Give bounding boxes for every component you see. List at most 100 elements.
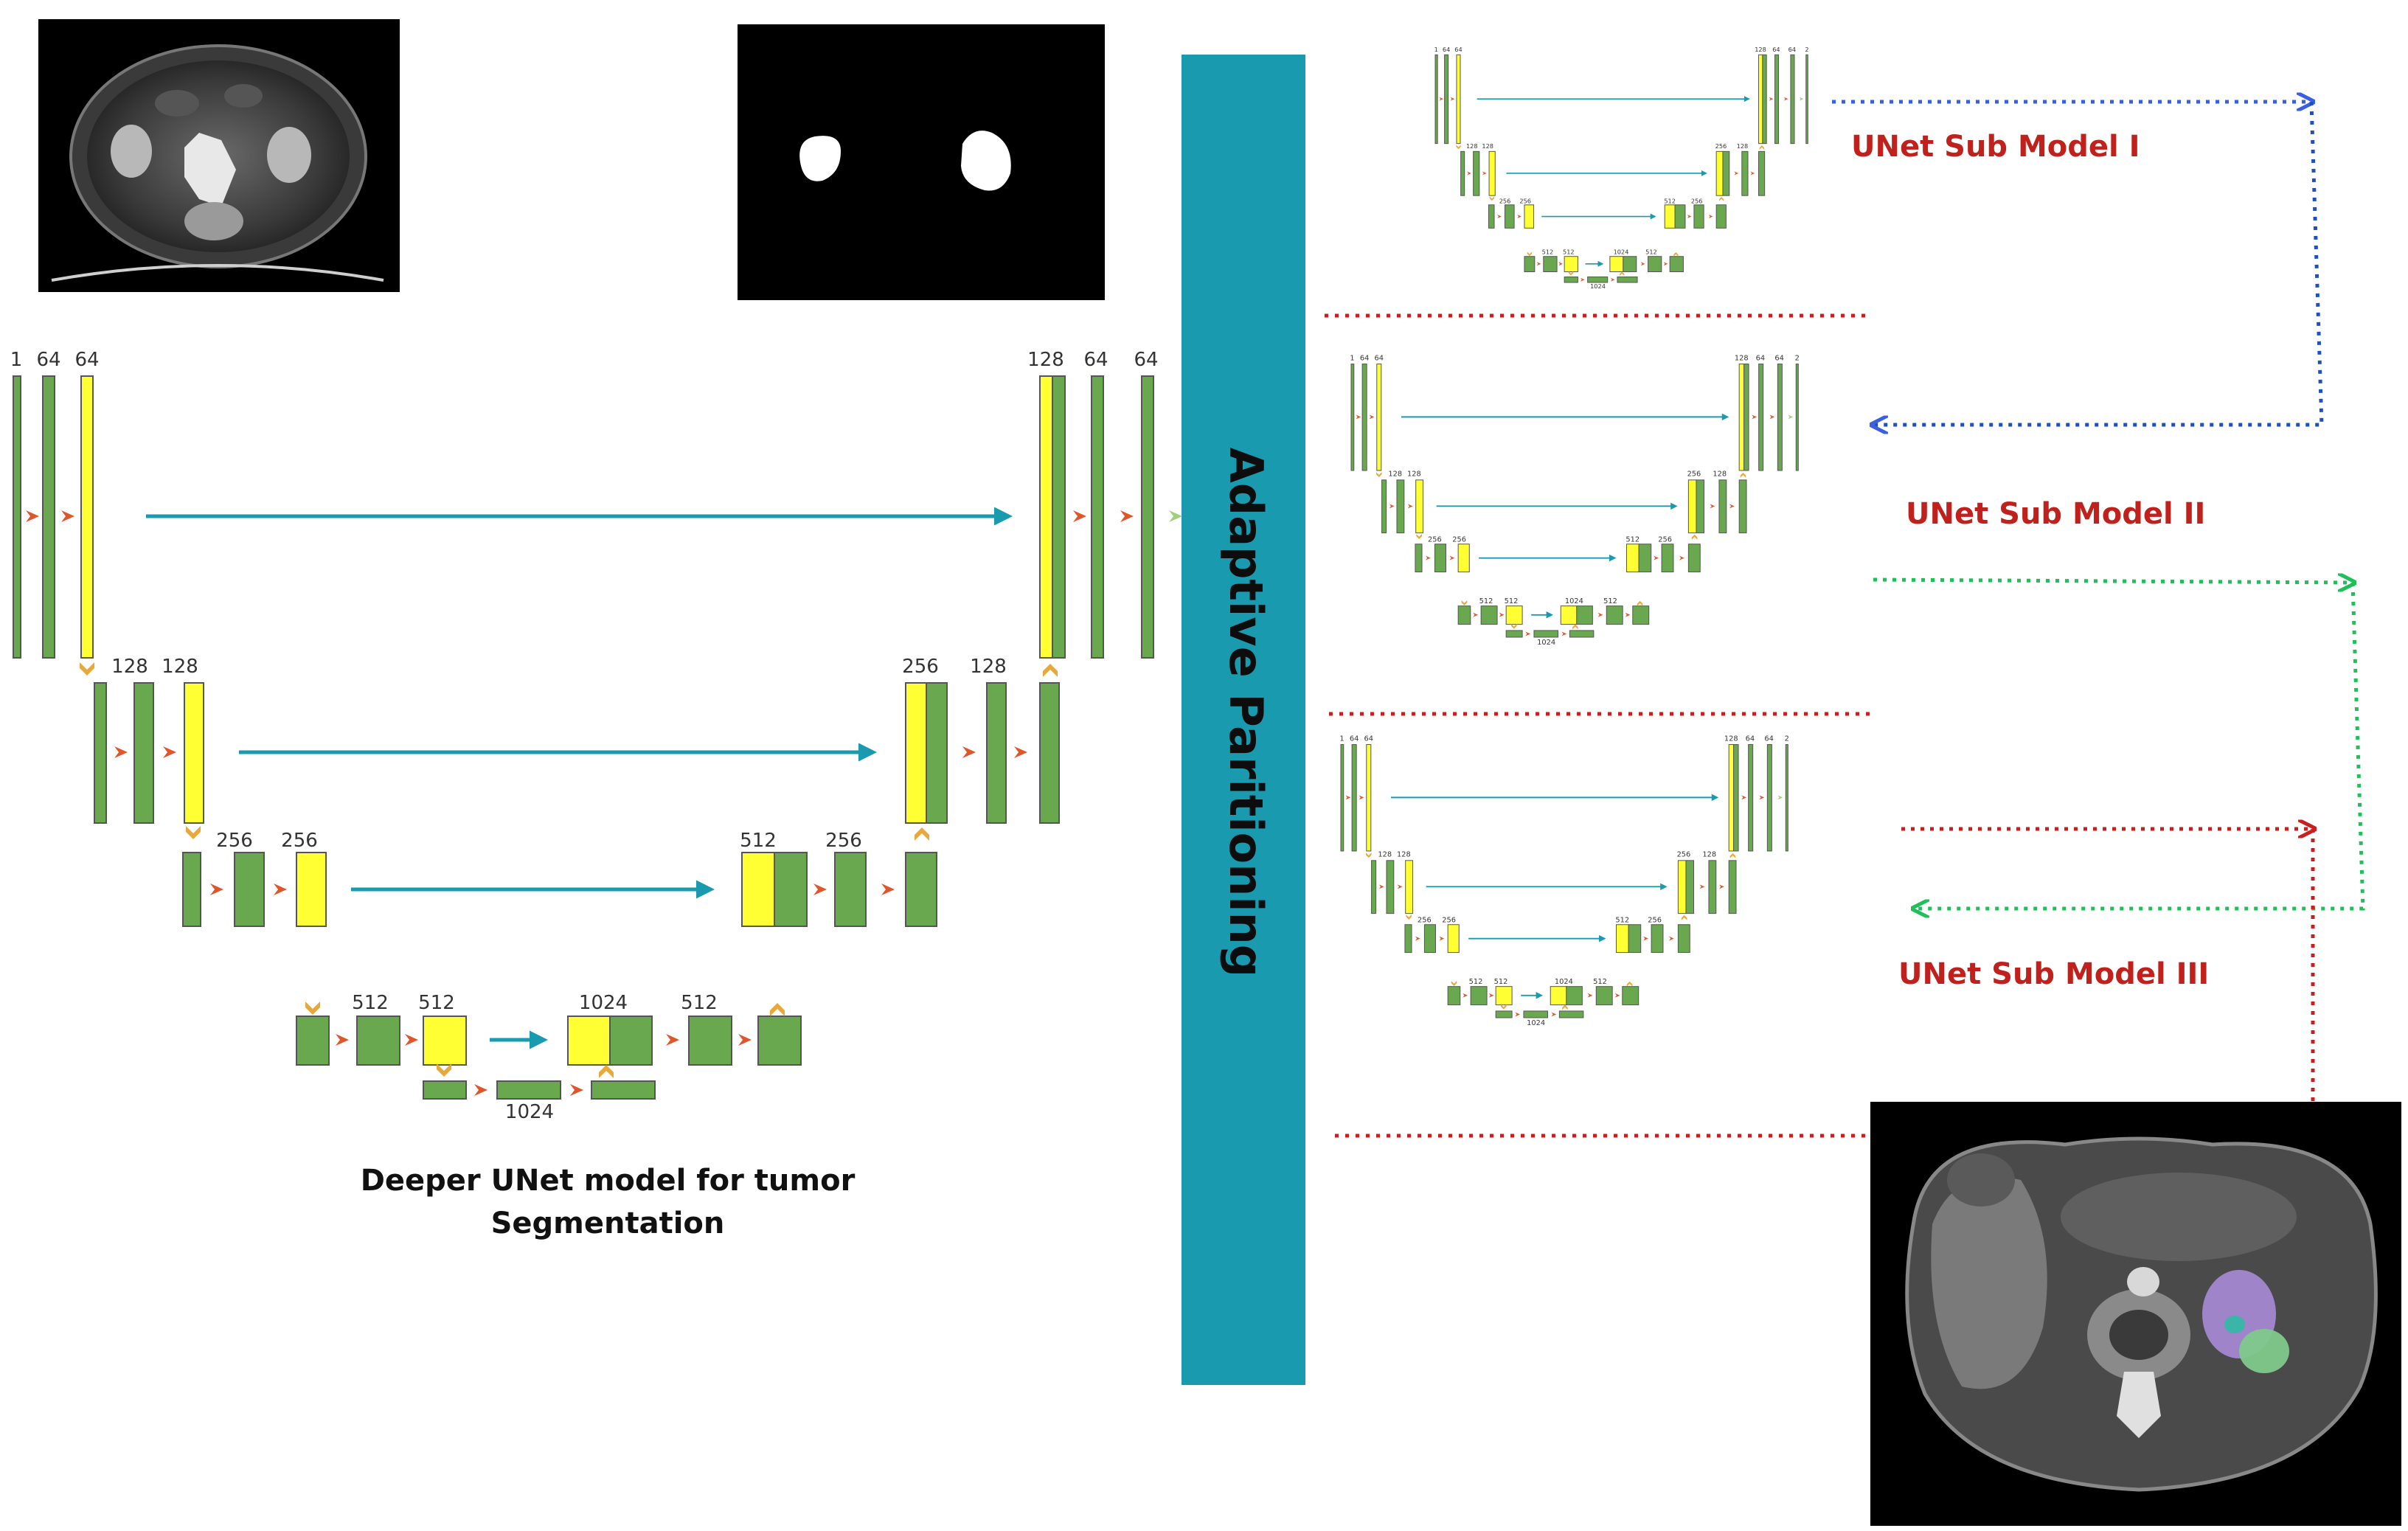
block-l3-up-conv2: [1687, 544, 1701, 573]
output-arrow: [1788, 414, 1794, 420]
segmentation-mask: [738, 24, 1105, 300]
block-bottleneck-conv2: [1617, 276, 1638, 283]
conv-arrow: [1397, 884, 1403, 889]
conv-arrow: [1741, 795, 1746, 800]
conv-arrow: [1515, 1012, 1521, 1017]
block-l4-up-conv1: [1648, 256, 1662, 273]
conv-arrow: [813, 883, 827, 895]
block-l1-input: [1340, 744, 1344, 852]
upconv-arrow: [1718, 197, 1724, 201]
upconv-arrow: [770, 1003, 785, 1016]
label-l4-c2: 512: [1494, 978, 1508, 986]
label-l1-in: 1: [1434, 46, 1438, 53]
conv-arrow: [1614, 993, 1620, 998]
conv-arrow: [1610, 277, 1615, 282]
block-l3-in: [182, 852, 201, 927]
upconv-arrow: [1620, 271, 1625, 277]
block-l3-in: [1404, 924, 1412, 954]
conv-arrow: [1439, 936, 1445, 941]
conv-arrow: [1356, 414, 1361, 420]
label-l1-up-c1: 64: [1083, 349, 1108, 371]
block-l3-conv2: [1457, 544, 1470, 573]
label-l3-up-c1: 256: [1648, 917, 1662, 925]
conv-arrow: [1551, 1012, 1557, 1017]
block-l1-concat: [1039, 375, 1066, 659]
pool-arrow: [1451, 981, 1457, 986]
block-l4-conv2: [1505, 605, 1523, 625]
block-bottleneck-conv1: [496, 1080, 561, 1100]
label-l3-up-c1: 256: [825, 830, 862, 852]
label-l3-c2: 256: [281, 830, 318, 852]
conv-arrow: [1369, 414, 1375, 420]
label-l1-up-concat: 128: [1724, 735, 1738, 743]
output-arrow: [1169, 510, 1182, 522]
block-l3-conv1: [1434, 544, 1447, 573]
label-l4-up-c1: 512: [1593, 978, 1607, 986]
block-l4-in: [296, 1016, 330, 1066]
conv-arrow: [26, 510, 39, 522]
block-l2-up-conv1: [1741, 150, 1749, 196]
output-arrow: [1777, 795, 1783, 800]
block-l2-up-conv1: [1718, 479, 1727, 534]
conv-arrow: [1389, 504, 1395, 509]
block-l3-in: [1415, 544, 1423, 573]
label-l1-out: 2: [1795, 354, 1800, 362]
pool-arrow: [1416, 534, 1423, 539]
label-l4-up-concat: 1024: [1614, 249, 1629, 256]
conv-arrow: [1497, 215, 1502, 219]
label-l1-c2: 64: [1454, 46, 1462, 53]
label-l1-c2: 64: [1364, 735, 1374, 743]
label-l2-c1: 128: [1388, 471, 1402, 479]
main-caption-line1: Deeper UNet model for tumor: [361, 1164, 856, 1198]
label-l2-up-c1: 128: [1702, 851, 1716, 859]
label-l1-up-concat: 128: [1027, 349, 1064, 371]
conv-arrow: [1729, 504, 1735, 509]
block-l1-input: [1350, 364, 1355, 471]
label-l1-c1: 64: [1443, 46, 1450, 53]
upconv-arrow: [1691, 534, 1698, 540]
conv-arrow: [1558, 262, 1563, 266]
conv-arrow: [163, 746, 176, 758]
sub-model-2-title: UNet Sub Model II: [1906, 497, 2205, 531]
upconv-arrow: [599, 1065, 614, 1078]
block-l1-input: [13, 375, 21, 659]
label-l1-c1: 64: [1360, 354, 1370, 362]
conv-arrow: [1708, 215, 1713, 219]
link-arrow-1-return: [1873, 101, 2324, 425]
block-l1-up-conv1: [1758, 364, 1764, 471]
label-l3-up-c1: 256: [1691, 197, 1703, 204]
block-bottleneck-conv2: [1558, 1010, 1584, 1018]
conv-arrow: [274, 883, 287, 895]
conv-arrow: [1663, 262, 1668, 266]
conv-arrow: [1517, 215, 1522, 219]
block-l2-conv2: [1488, 150, 1496, 196]
block-l2-up-conv1: [1708, 860, 1717, 914]
block-l3-concat: [741, 852, 808, 927]
block-bottleneck-conv2: [591, 1080, 656, 1100]
label-l2-up-concat: 256: [1687, 471, 1701, 479]
block-l1-output: [1805, 54, 1808, 145]
upconv-arrow: [1637, 600, 1643, 606]
upconv-arrow: [1729, 853, 1736, 858]
block-l1-conv1: [1351, 744, 1357, 852]
label-l4-c1: 512: [1479, 597, 1493, 605]
conv-arrow: [1679, 555, 1684, 560]
conv-arrow: [881, 883, 895, 895]
conv-arrow: [1640, 262, 1645, 266]
block-l4-up-conv2: [1669, 256, 1684, 273]
block-l3-conv1: [1505, 204, 1515, 229]
block-l2-in: [94, 682, 107, 824]
block-l1-conv1: [42, 375, 55, 659]
pool-arrow: [1500, 1004, 1507, 1010]
label-l2-up-concat: 256: [902, 656, 939, 678]
block-l2-concat: [1687, 479, 1705, 534]
block-l1-up-conv2: [1141, 375, 1154, 659]
conv-arrow: [1597, 612, 1603, 617]
block-l2-concat: [1715, 150, 1730, 196]
label-l3-c1: 256: [216, 830, 253, 852]
block-l2-up-conv1: [986, 682, 1007, 824]
conv-arrow: [1473, 612, 1478, 617]
label-l3-up-concat: 512: [1664, 197, 1676, 204]
pool-arrow: [437, 1063, 451, 1077]
conv-arrow: [1759, 795, 1765, 800]
